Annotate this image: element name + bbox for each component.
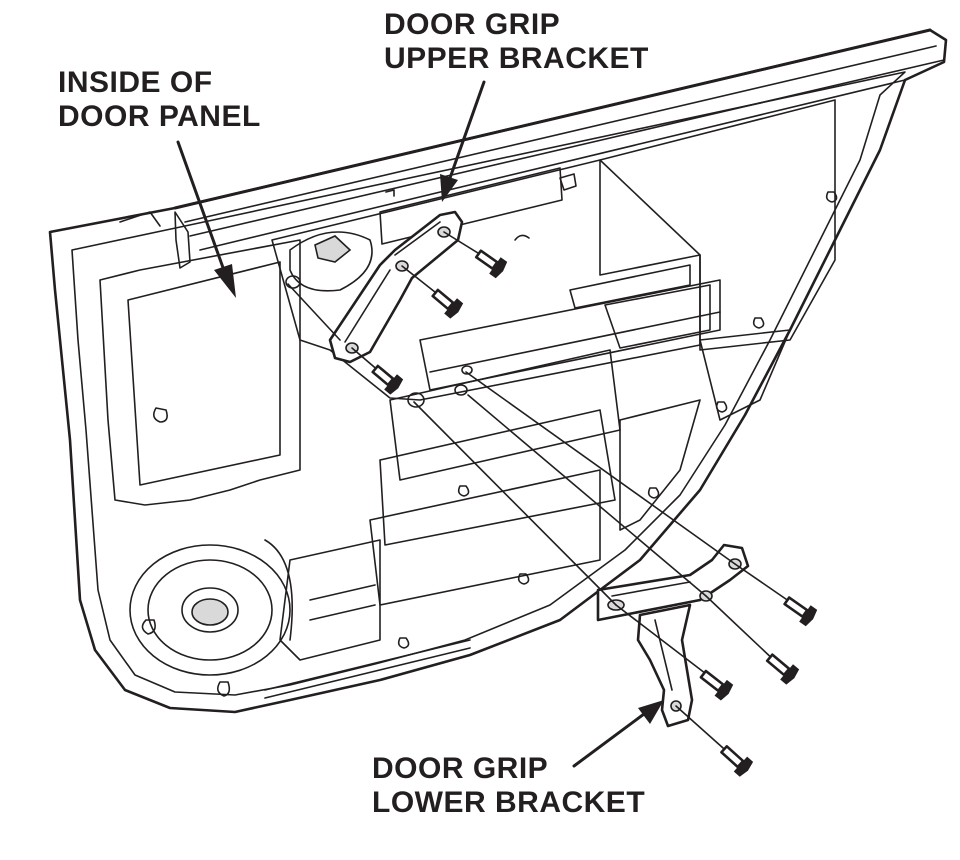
label-inside-line-1: INSIDE OF (58, 66, 213, 99)
label-upper-line-1: DOOR GRIP (384, 8, 561, 41)
label-lower-line-1: DOOR GRIP (372, 752, 549, 785)
label-lower-line-2: LOWER BRACKET (372, 786, 646, 819)
arrow-upper-bracket (448, 80, 486, 180)
lower-screw-guides (413, 371, 797, 757)
label-door-grip-lower-bracket: DOOR GRIP LOWER BRACKET (372, 752, 645, 820)
door-panel (48, 28, 948, 714)
label-inside-line-2: DOOR PANEL (58, 100, 261, 133)
label-door-grip-upper-bracket: DOOR GRIP UPPER BRACKET (384, 8, 649, 76)
lower-screw-1 (783, 596, 818, 627)
upper-screw-3 (371, 364, 404, 395)
arrow-lower-bracket (572, 712, 646, 768)
upper-screw-1 (474, 249, 508, 279)
door-grip-lower-bracket (596, 543, 750, 728)
upper-screw-2 (431, 288, 464, 319)
upper-bracket-screws (371, 249, 508, 395)
label-upper-line-2: UPPER BRACKET (384, 42, 649, 75)
panel-inner-structure (99, 99, 838, 699)
leader-arrows (176, 80, 664, 768)
lower-screw-3 (699, 669, 734, 701)
lower-screw-2 (765, 653, 800, 685)
label-inside-of-door-panel: INSIDE OF DOOR PANEL (58, 66, 261, 134)
lower-screw-4 (720, 745, 754, 777)
arrow-inside-panel (176, 140, 228, 278)
lower-bracket-screws (699, 596, 818, 777)
